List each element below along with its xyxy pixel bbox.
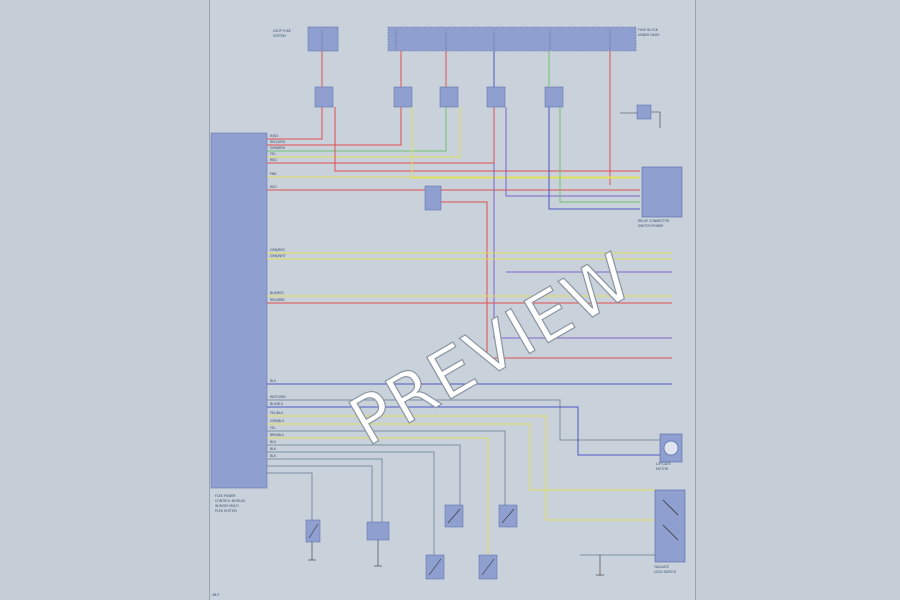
door-lock-switch	[654, 489, 686, 563]
svg-text:LOOP FUSE: LOOP FUSE	[273, 29, 291, 33]
fuse-block-left	[307, 26, 339, 52]
svg-text:TAILGATE: TAILGATE	[653, 565, 669, 569]
wire-violet-mid	[493, 163, 672, 339]
svg-text:BRN/BLU: BRN/BLU	[270, 433, 285, 437]
svg-text:FUSE BLOCK: FUSE BLOCK	[638, 28, 659, 32]
svg-text:BLU: BLU	[270, 379, 277, 383]
svg-text:FLEX POWER: FLEX POWER	[215, 494, 236, 498]
svg-text:SWITCH POWER: SWITCH POWER	[638, 224, 664, 228]
mid-relay	[424, 185, 442, 211]
svg-text:CONTROL MODULE: CONTROL MODULE	[215, 499, 245, 503]
svg-text:GRN/BRN: GRN/BRN	[270, 146, 286, 150]
svg-text:WHT/GRN: WHT/GRN	[270, 395, 286, 399]
wire-bundle-lower	[267, 399, 660, 556]
svg-text:GRN/WHT: GRN/WHT	[270, 254, 286, 258]
relays-row	[314, 86, 652, 120]
control-module	[210, 132, 268, 489]
ground-icon	[308, 540, 604, 576]
fuse-drop-wires	[321, 51, 611, 185]
svg-text:BLK: BLK	[270, 454, 277, 458]
preview-watermark: PREVIEW	[337, 238, 647, 461]
page-number: 4B-P	[212, 593, 219, 597]
svg-text:RED: RED	[270, 158, 277, 162]
svg-text:RED/GRN: RED/GRN	[270, 140, 285, 144]
svg-text:GRN/RED: GRN/RED	[270, 248, 285, 252]
svg-text:R/W1: R/W1	[270, 134, 278, 138]
svg-text:BLK/BLU: BLK/BLU	[270, 402, 284, 406]
svg-text:RED/BRN: RED/BRN	[270, 298, 285, 302]
switch-icon	[305, 504, 518, 580]
svg-text:BLK/RED: BLK/RED	[270, 291, 284, 295]
svg-text:LOCK SWITCH: LOCK SWITCH	[654, 570, 677, 574]
svg-text:SYSTEM: SYSTEM	[273, 34, 286, 38]
svg-text:BLK: BLK	[270, 440, 277, 444]
wire-bundle-upper	[267, 107, 661, 210]
fuse-block-right	[387, 26, 637, 52]
svg-text:PLEX SYSTEM: PLEX SYSTEM	[215, 509, 237, 513]
svg-text:UNDER DASH: UNDER DASH	[638, 33, 660, 37]
svg-text:BLK: BLK	[270, 447, 277, 451]
svg-text:IN BODY MULTI: IN BODY MULTI	[215, 504, 239, 508]
svg-text:GRN/BLU: GRN/BLU	[270, 419, 285, 423]
svg-text:PNK: PNK	[270, 172, 277, 176]
svg-text:LIFTGATE: LIFTGATE	[656, 462, 671, 466]
motor-icon	[659, 433, 683, 463]
svg-text:RED: RED	[270, 185, 277, 189]
svg-text:RELAY CONNECTOR: RELAY CONNECTOR	[638, 219, 670, 223]
svg-text:MOTOR: MOTOR	[656, 467, 669, 471]
wire-bundle-middle	[267, 252, 672, 385]
svg-text:YEL/BLU: YEL/BLU	[270, 411, 284, 415]
svg-text:YEL: YEL	[270, 426, 276, 430]
switch-contacts	[308, 508, 515, 576]
svg-text:YEL: YEL	[270, 152, 276, 156]
wire-red-mid	[441, 201, 672, 359]
right-connector	[641, 166, 683, 218]
